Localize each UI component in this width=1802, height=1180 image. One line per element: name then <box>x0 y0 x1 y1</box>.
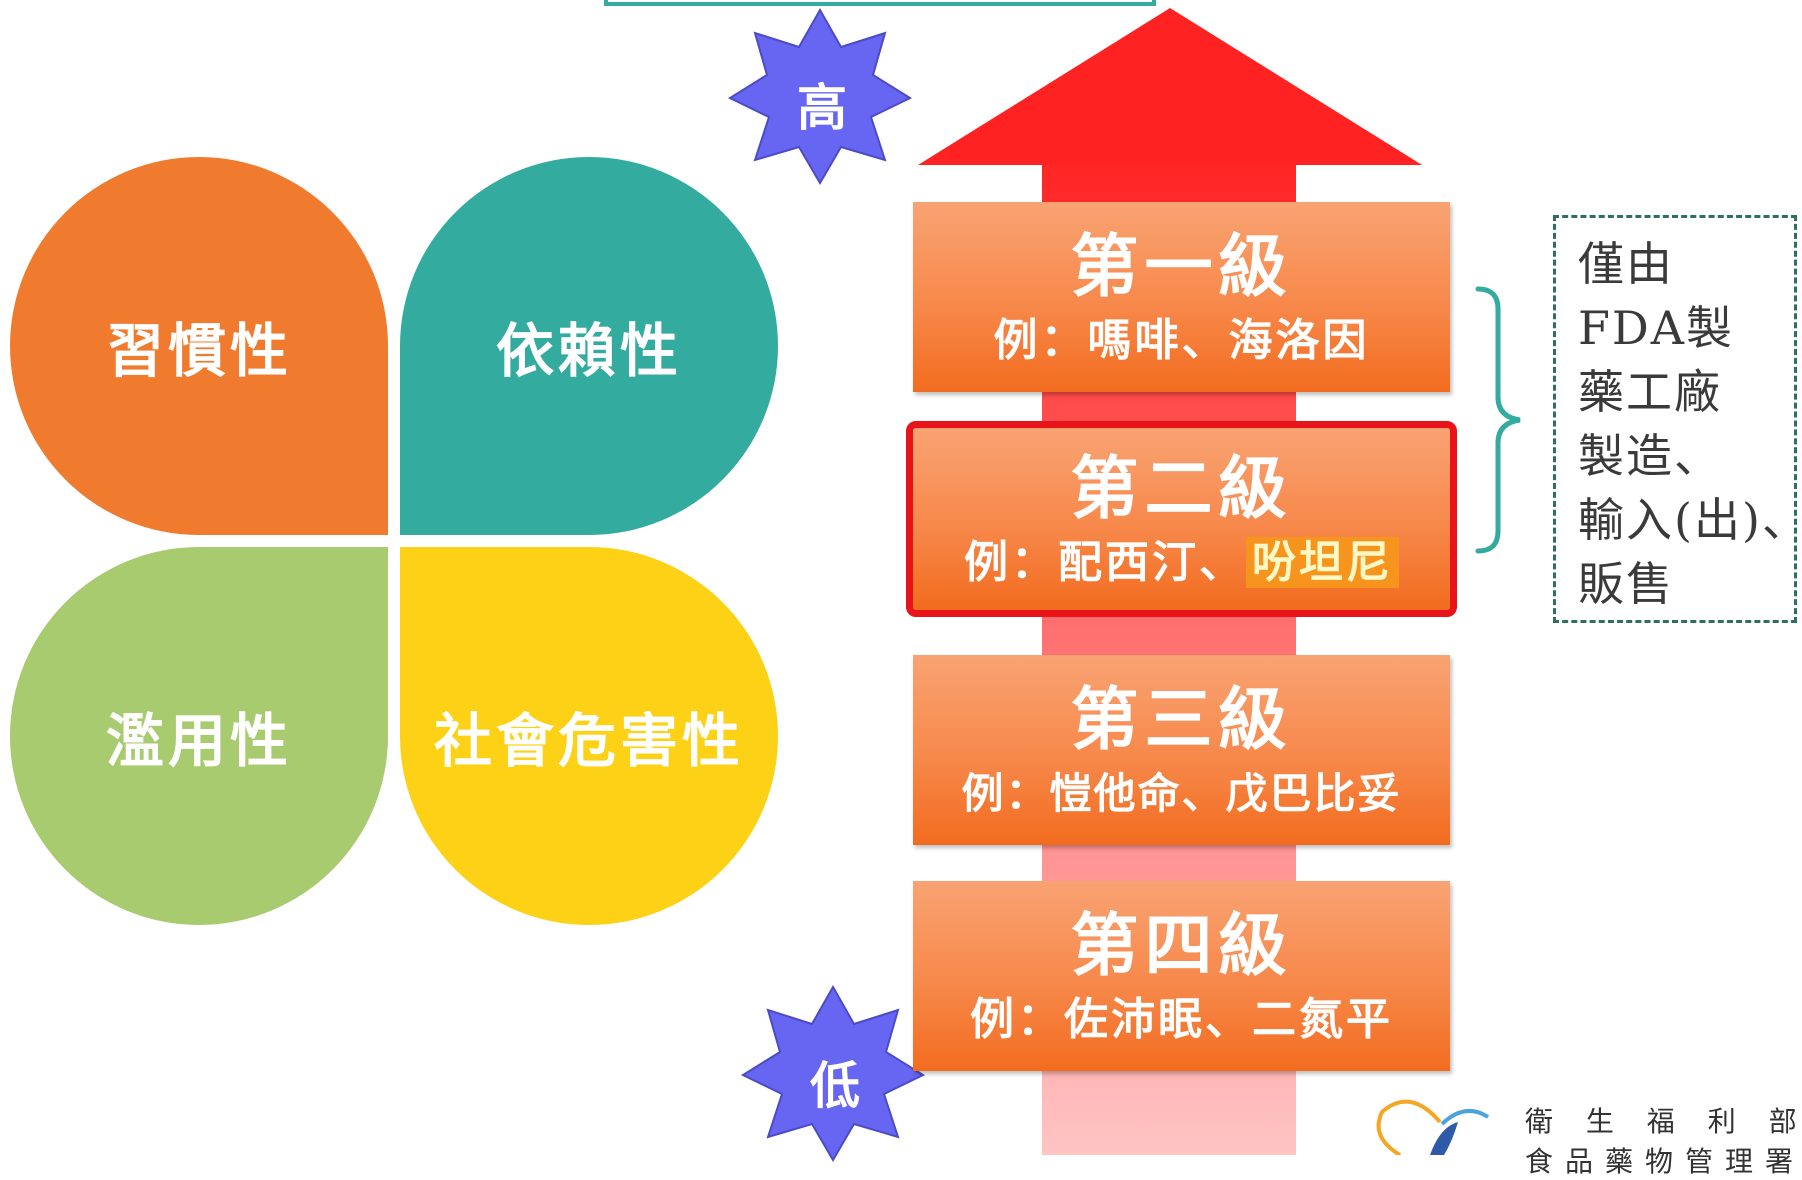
petal-social-harm: 社會危害性 <box>400 547 778 925</box>
petal-abuse-label: 濫用性 <box>105 707 292 775</box>
petal-abuse: 濫用性 <box>10 547 388 925</box>
level-2-example: 例：配西汀、吩坦尼 <box>964 533 1399 593</box>
low-label: 低 <box>810 1056 860 1115</box>
petal-habit-label: 習慣性 <box>105 317 292 385</box>
level-3-box: 第三級 例：愷他命、戊巴比妥 <box>913 655 1450 845</box>
level-3-name: 第三級 <box>1070 680 1293 760</box>
petal-dependence: 依賴性 <box>400 157 778 535</box>
manufacture-note: 僅由 FDA製 藥工廠 製造、 輸入(出)、 販售 <box>1553 215 1802 623</box>
brace-icon <box>1475 286 1521 554</box>
arrow-head <box>918 8 1422 165</box>
logo-line-2: 食品藥物管理署 <box>1525 1145 1802 1178</box>
level-1-box: 第一級 例：嗎啡、海洛因 <box>913 202 1450 392</box>
level-4-name: 第四級 <box>1070 906 1293 986</box>
note-line: 販售 <box>1578 557 1674 611</box>
level-4-example-text: 例：佐沛眠、二氮平 <box>970 994 1393 1045</box>
note-line: 藥工廠 <box>1578 365 1722 419</box>
note-line: 製造、 <box>1578 429 1722 483</box>
note-line: 輸入(出)、 <box>1578 493 1802 547</box>
level-2-example-text: 例：配西汀、 <box>964 537 1246 588</box>
level-2-example-highlight: 吩坦尼 <box>1246 537 1399 588</box>
petal-social-harm-label: 社會危害性 <box>433 707 744 775</box>
level-2-name: 第二級 <box>1070 449 1293 529</box>
star-icon <box>727 7 913 185</box>
high-label: 高 <box>797 78 847 137</box>
level-3-example: 例：愷他命、戊巴比妥 <box>961 764 1401 824</box>
level-4-box: 第四級 例：佐沛眠、二氮平 <box>913 881 1450 1071</box>
petal-habit: 習慣性 <box>10 157 388 535</box>
top-frame-edge <box>604 0 1156 6</box>
petal-dependence-label: 依賴性 <box>495 317 682 385</box>
level-3-example-text: 例：愷他命、戊巴比妥 <box>961 769 1402 818</box>
level-2-box: 第二級 例：配西汀、吩坦尼 <box>906 421 1457 617</box>
level-4-example: 例：佐沛眠、二氮平 <box>970 990 1393 1050</box>
note-line: FDA製 <box>1578 301 1735 355</box>
fda-butterfly-logo <box>1376 1099 1490 1155</box>
logo-line-1: 衛 生 福 利 部 <box>1525 1105 1802 1138</box>
level-1-example: 例：嗎啡、海洛因 <box>994 311 1370 371</box>
note-line: 僅由 <box>1578 237 1674 291</box>
level-1-name: 第一級 <box>1070 227 1293 307</box>
level-1-example-text: 例：嗎啡、海洛因 <box>993 315 1370 366</box>
